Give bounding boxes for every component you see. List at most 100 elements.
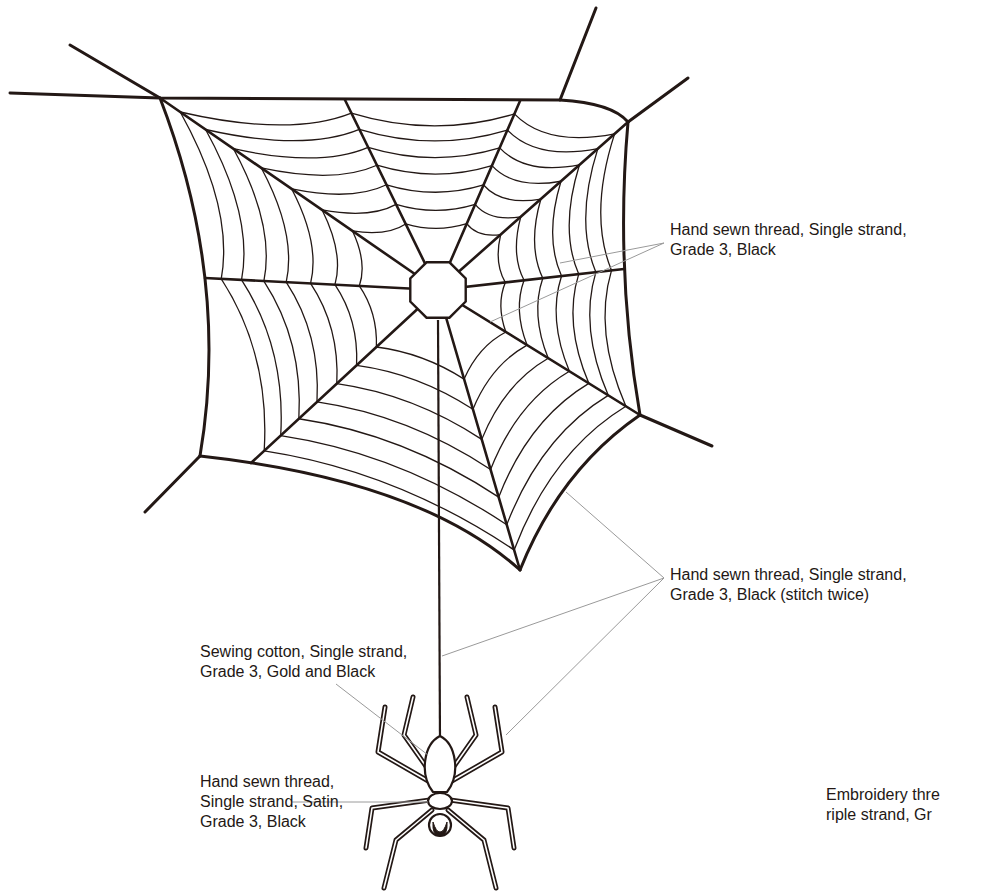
web-spiral	[322, 210, 337, 285]
web-spiral	[491, 371, 570, 469]
callout-label: Hand sewn thread, Single strand, Grade 3…	[670, 565, 932, 605]
leader-line	[560, 243, 664, 263]
callout-label: Hand sewn thread, Single strand, Grade 3…	[670, 220, 910, 260]
leader-line	[566, 492, 664, 578]
web-spiral	[601, 134, 615, 271]
leader-line	[490, 243, 664, 322]
web-spiral	[180, 112, 351, 125]
web-spiral	[516, 217, 524, 280]
web-spokes	[160, 98, 640, 570]
spider-leg-fill	[450, 800, 514, 848]
web-spiral	[387, 185, 484, 192]
web-spiral	[484, 185, 541, 201]
spider-figure	[366, 697, 514, 888]
leader-lines	[292, 243, 664, 802]
web-spiral	[281, 436, 507, 525]
web-spiral	[317, 402, 491, 470]
web-spiral	[464, 332, 506, 379]
web-spiral	[535, 199, 543, 278]
callout-label: Sewing cotton, Single strand, Grade 3, G…	[200, 642, 432, 682]
web-spiral	[233, 149, 266, 281]
web-spiral	[396, 204, 475, 210]
web-spiral	[377, 165, 492, 174]
web-spiral	[507, 130, 597, 152]
web-right-thread	[624, 122, 640, 415]
web-spiral	[353, 231, 363, 286]
spider-fangs	[433, 822, 447, 836]
web-spiral	[180, 112, 223, 279]
web-frame	[10, 8, 712, 570]
drop-thread	[438, 320, 440, 740]
web-spiral	[499, 383, 589, 497]
web-spiral	[359, 129, 507, 141]
web-spoke	[251, 290, 438, 463]
spider-abdomen	[425, 736, 455, 792]
web-spirals	[180, 112, 626, 550]
web-spiral	[538, 278, 548, 358]
web-spiral	[233, 147, 368, 158]
anchor-thread	[70, 45, 160, 98]
web-spiral	[501, 282, 506, 332]
spider-leg	[448, 810, 496, 888]
web-spiral	[514, 114, 614, 138]
web-spoke	[438, 122, 628, 290]
spider-leg-fill	[366, 800, 430, 848]
anchor-thread	[640, 415, 712, 446]
web-spiral	[406, 224, 467, 229]
web-spoke	[160, 98, 438, 290]
web-spoke	[345, 100, 438, 290]
spider-leg	[378, 707, 430, 782]
web-spiral	[311, 283, 337, 383]
callout-label: Hand sewn thread, Single strand, Satin, …	[200, 772, 360, 832]
web-spiral	[292, 189, 313, 283]
web-spiral	[357, 365, 473, 409]
web-spiral	[573, 274, 589, 383]
spider-head	[429, 814, 451, 836]
web-spiral	[605, 270, 626, 406]
web-spiral	[519, 280, 527, 345]
leader-line	[442, 578, 664, 656]
spider-leg	[384, 810, 432, 888]
web-spiral	[353, 224, 406, 233]
web-spiral	[351, 113, 514, 126]
web-spiral	[498, 235, 505, 283]
web-spiral	[261, 165, 377, 175]
web-spiral	[206, 129, 244, 279]
leader-line	[336, 684, 428, 755]
web-left-thread	[160, 98, 209, 456]
web-spiral	[569, 165, 579, 274]
leader-line	[506, 578, 664, 735]
web-spiral	[586, 149, 598, 273]
web-hub	[410, 262, 465, 317]
spider-leg-fill	[378, 707, 430, 782]
web-spiral	[299, 419, 499, 497]
web-spiral	[242, 280, 282, 436]
web-spiral	[475, 204, 521, 218]
web-spiral	[500, 148, 580, 168]
spider-leg-fill	[450, 707, 502, 782]
spider-leg	[450, 707, 502, 782]
web-spiral	[359, 286, 376, 347]
web-top-thread	[10, 93, 628, 122]
anchor-thread	[145, 456, 200, 512]
web-spiral	[292, 185, 387, 194]
web-spiral	[264, 451, 514, 550]
anchor-thread	[628, 78, 688, 122]
web-lower-right-thread	[520, 415, 640, 570]
web-spiral	[322, 204, 396, 213]
web-spiral	[264, 281, 299, 419]
web-spiral	[376, 347, 464, 379]
spider-leg-fill	[448, 810, 496, 888]
web-spiral	[556, 276, 569, 371]
spider-thorax	[428, 793, 452, 809]
web-spiral	[206, 129, 360, 140]
anchor-thread	[560, 8, 596, 100]
web-spiral	[335, 285, 357, 366]
web-spiral	[473, 345, 527, 409]
web-spiral	[368, 147, 500, 157]
spider-leg-fill	[384, 810, 432, 888]
web-spoke	[205, 278, 438, 290]
web-spiral	[507, 395, 608, 524]
